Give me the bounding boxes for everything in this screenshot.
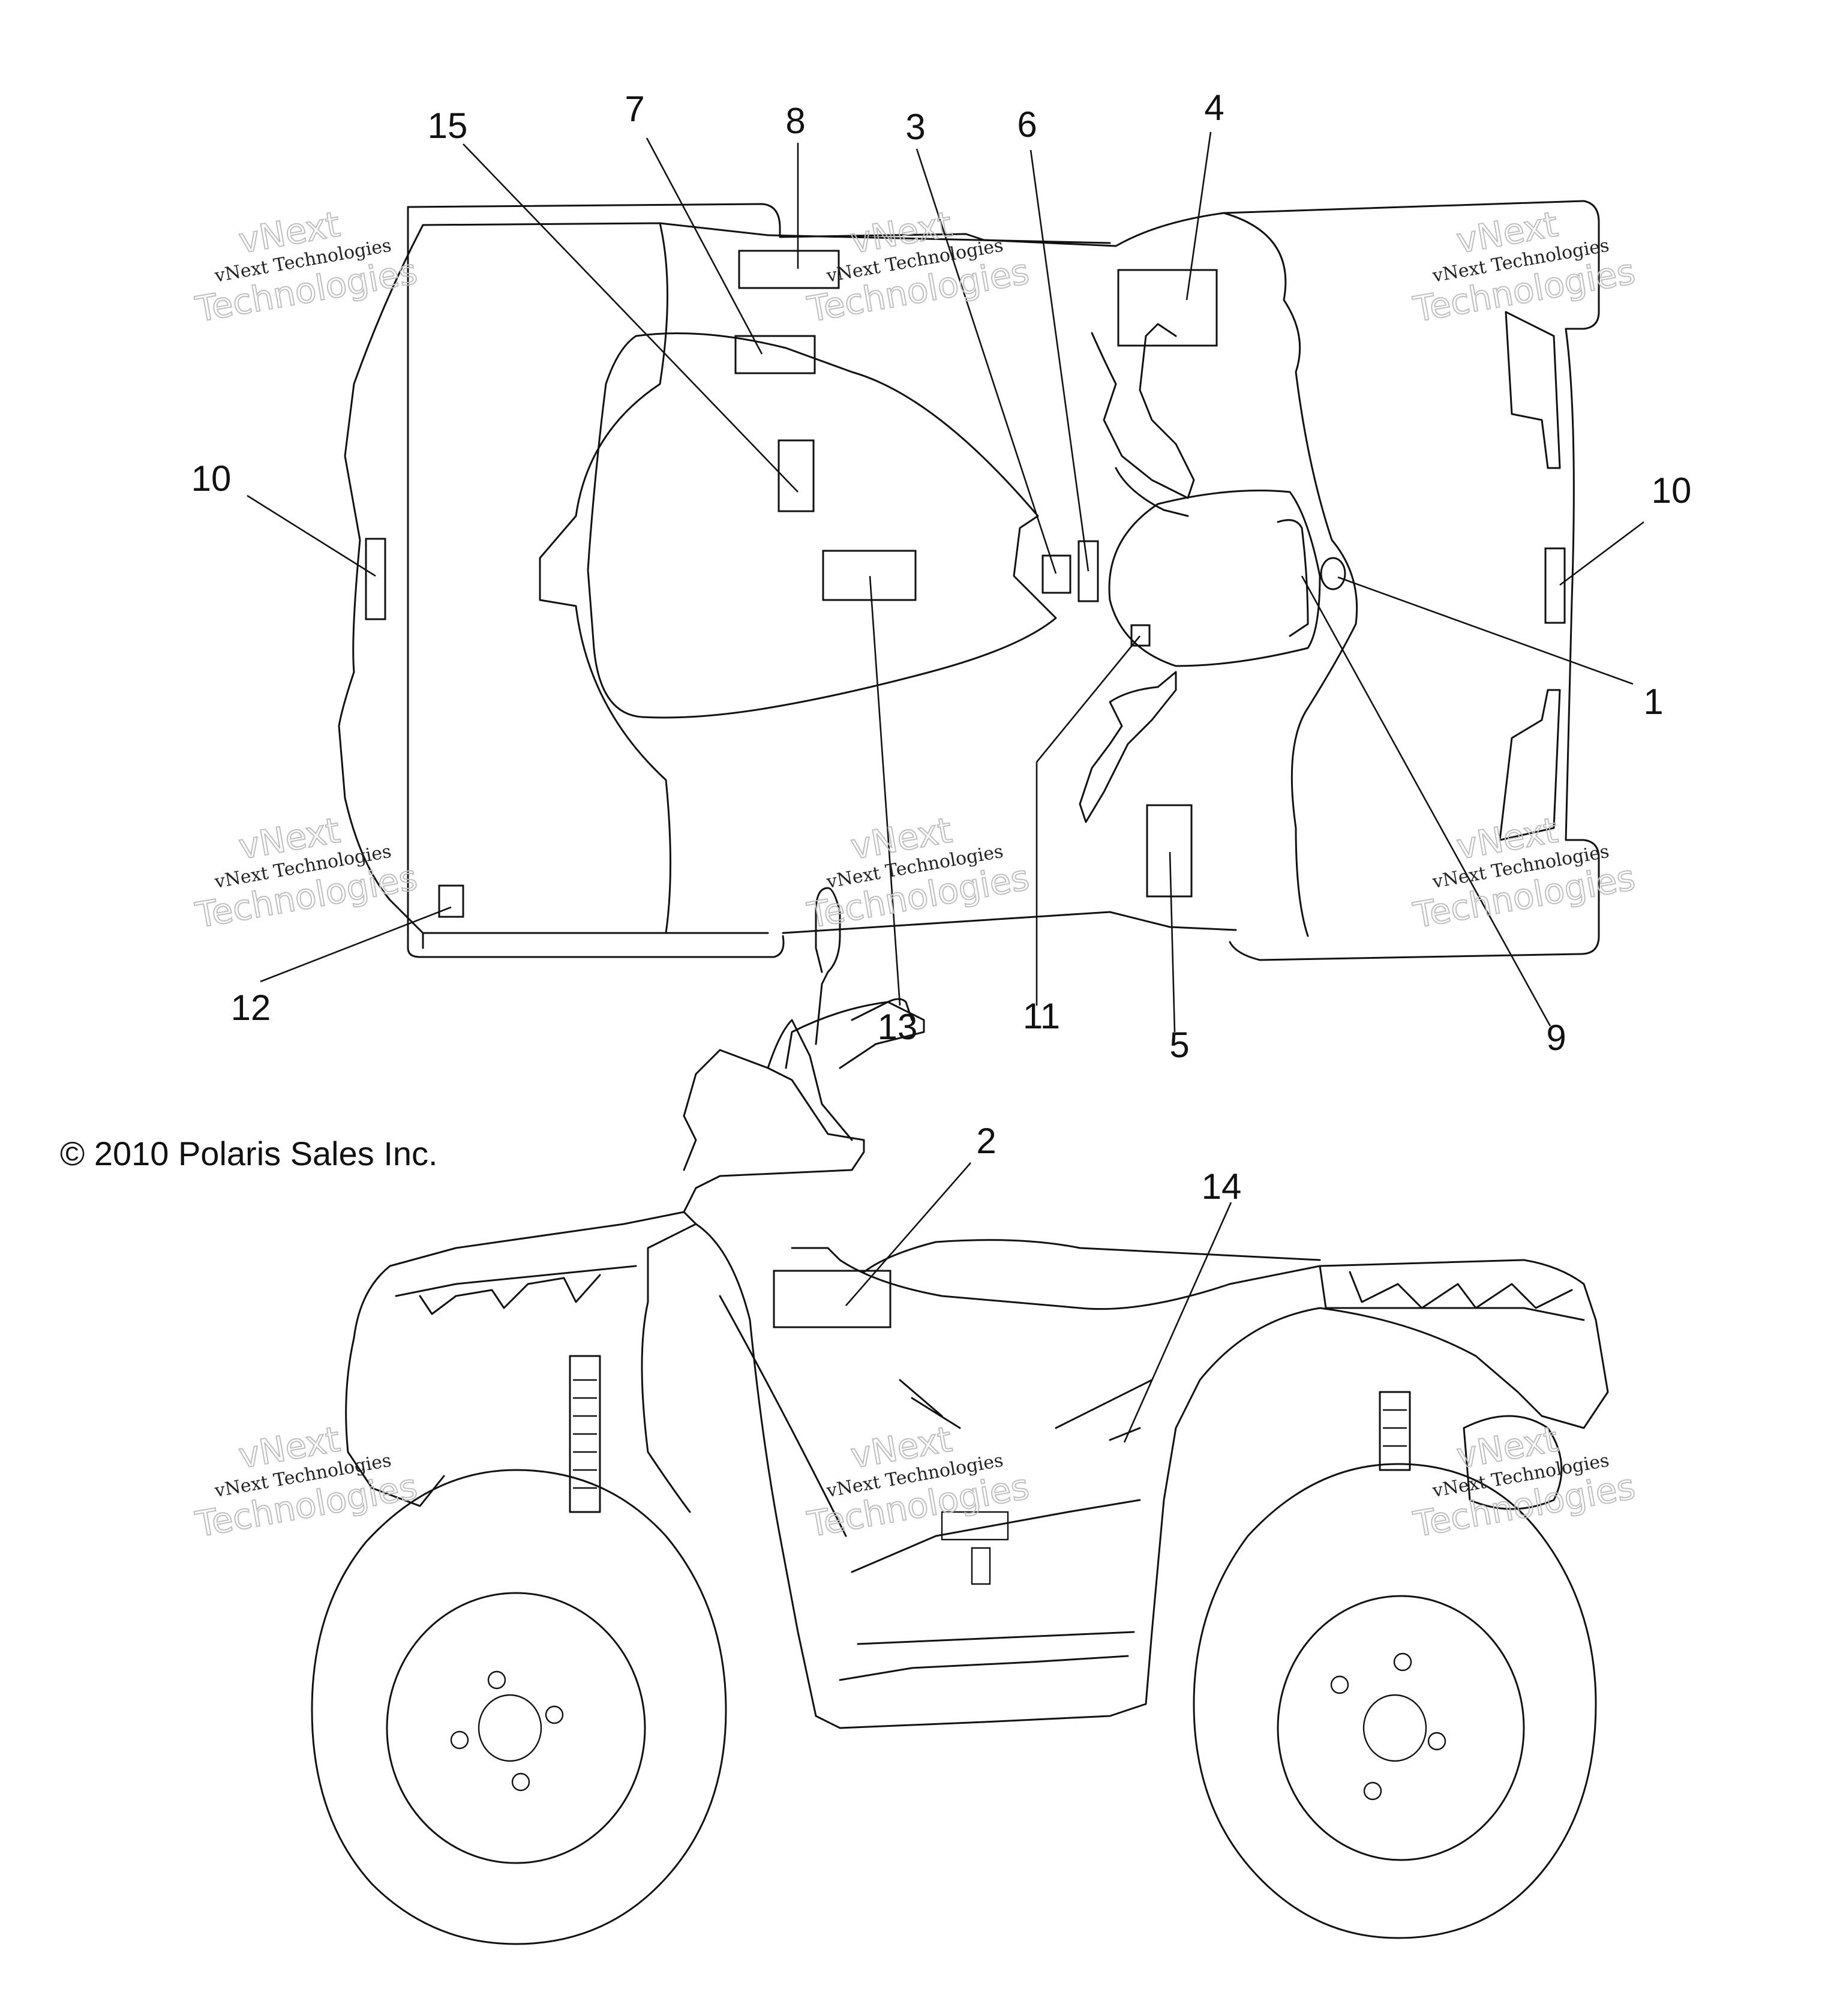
watermarks: vNext vNext Technologies Technologies vN… bbox=[192, 203, 1639, 1546]
decal-12 bbox=[438, 884, 464, 918]
copyright-notice: © 2010 Polaris Sales Inc. bbox=[60, 1135, 438, 1172]
callout-11: 11 bbox=[1023, 996, 1060, 1036]
decal-8 bbox=[738, 250, 840, 289]
callout-10-rear: 10 bbox=[191, 458, 232, 499]
callout-7: 7 bbox=[625, 89, 644, 129]
decal-5 bbox=[1146, 804, 1193, 898]
callout-8: 8 bbox=[785, 101, 805, 141]
callout-4: 4 bbox=[1204, 88, 1224, 128]
leader-lines bbox=[247, 131, 1644, 1443]
watermark: vNext vNext Technologies Technologies bbox=[1410, 1418, 1639, 1546]
decal-2 bbox=[773, 1270, 892, 1328]
watermark: vNext vNext Technologies Technologies bbox=[192, 203, 421, 331]
atv-top-view bbox=[338, 200, 1600, 961]
rear-tire bbox=[311, 1469, 727, 1945]
callout-14: 14 bbox=[1202, 1166, 1242, 1207]
callout-1: 1 bbox=[1643, 682, 1663, 722]
callout-6: 6 bbox=[1017, 104, 1037, 145]
callout-13: 13 bbox=[878, 1007, 918, 1047]
callout-10-front: 10 bbox=[1652, 470, 1692, 511]
callout-9: 9 bbox=[1546, 1018, 1566, 1058]
decal-11 bbox=[1130, 624, 1151, 647]
front-tire bbox=[1193, 1463, 1597, 1939]
decal-3 bbox=[1041, 554, 1071, 594]
callout-labels: 15 7 8 3 6 4 10 10 1 12 13 11 5 9 2 14 bbox=[191, 88, 1692, 1207]
decal-7 bbox=[734, 335, 816, 374]
watermark: vNext vNext Technologies Technologies bbox=[1410, 203, 1639, 331]
decal-6 bbox=[1077, 540, 1099, 602]
decal-15 bbox=[778, 439, 815, 512]
decal-10-rear bbox=[365, 538, 386, 620]
callout-5: 5 bbox=[1169, 1025, 1189, 1065]
decal-13 bbox=[822, 550, 917, 601]
decal-10-front bbox=[1544, 547, 1566, 624]
watermark: vNext vNext Technologies Technologies bbox=[804, 203, 1033, 331]
decal-1 bbox=[1320, 557, 1346, 590]
watermark: vNext vNext Technologies Technologies bbox=[192, 809, 421, 937]
atv-side-view bbox=[311, 887, 1609, 1945]
watermark: vNext vNext Technologies Technologies bbox=[804, 809, 1033, 937]
watermark: vNext vNext Technologies Technologies bbox=[1410, 809, 1639, 937]
callout-15: 15 bbox=[428, 106, 468, 146]
callout-3: 3 bbox=[905, 107, 925, 147]
callout-12: 12 bbox=[231, 988, 271, 1028]
callout-2: 2 bbox=[976, 1121, 996, 1161]
decal-4 bbox=[1117, 269, 1218, 347]
